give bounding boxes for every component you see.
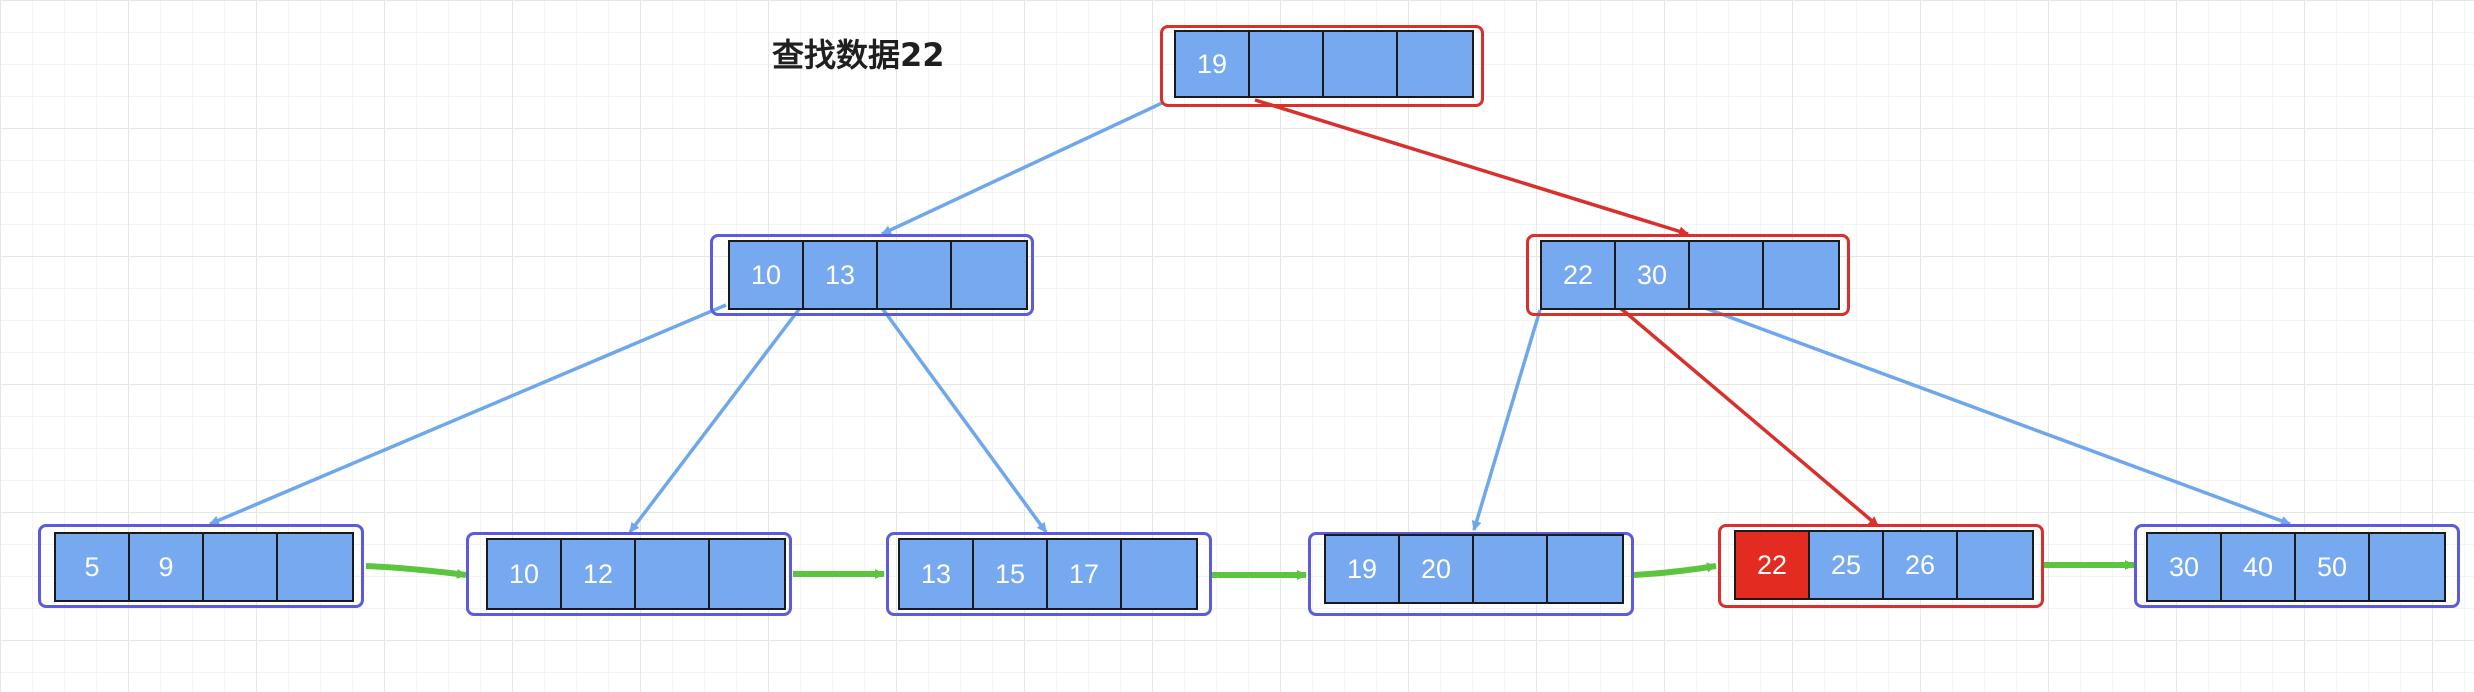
leaf-2-node: 10 12 [486, 538, 786, 610]
key-cell: 30 [1616, 242, 1690, 308]
key-cell: 25 [1810, 532, 1884, 598]
key-cell: 9 [130, 534, 204, 600]
leaf-4-node-frame [1308, 532, 1634, 616]
key-cell [710, 540, 784, 608]
key-cell [1958, 532, 2032, 598]
diagram-title: 查找数据22 [772, 36, 945, 74]
key-cell: 40 [2222, 534, 2296, 600]
leaf-link-1-to-2 [365, 563, 467, 579]
key-cell [1250, 32, 1324, 96]
leaf-3-node: 13 15 17 [898, 538, 1198, 610]
internal-left-node-frame [710, 234, 1034, 316]
key-cell [1398, 32, 1472, 96]
key-cell: 10 [730, 242, 804, 308]
edge-internal-right-to-leaf-4 [1471, 309, 1542, 531]
edge-internal-right-to-leaf-5 [1616, 304, 1880, 528]
edge-internal-left-to-leaf-3 [880, 306, 1048, 534]
leaf-5-node-frame [1718, 524, 2044, 608]
leaf-1-node: 5 9 [54, 532, 354, 602]
edge-internal-left-to-leaf-1 [209, 303, 727, 526]
edge-internal-right-to-leaf-6 [1704, 306, 2291, 526]
key-cell [1122, 540, 1196, 608]
root-node-frame [1160, 25, 1484, 107]
key-cell [952, 242, 1026, 308]
leaf-5-node: 22 25 26 [1734, 530, 2034, 600]
internal-right-node-frame [1526, 234, 1850, 316]
edge-internal-left-to-leaf-2 [628, 306, 802, 534]
key-cell [1690, 242, 1764, 308]
key-cell [1474, 536, 1548, 602]
key-cell: 26 [1884, 532, 1958, 598]
leaf-4-node: 19 20 [1324, 534, 1624, 604]
key-cell [1324, 32, 1398, 96]
key-cell: 22 [1542, 242, 1616, 308]
leaf-6-node: 30 40 50 [2146, 532, 2446, 602]
leaf-6-node-frame [2134, 524, 2460, 608]
key-cell: 19 [1176, 32, 1250, 96]
edge-root-to-internal-left [881, 101, 1163, 236]
internal-right-node: 22 30 [1540, 240, 1840, 310]
key-cell: 15 [974, 540, 1048, 608]
root-node: 19 [1174, 30, 1474, 98]
edge-root-to-internal-right [1254, 98, 1689, 237]
key-cell: 30 [2148, 534, 2222, 600]
key-cell: 10 [488, 540, 562, 608]
key-cell: 19 [1326, 536, 1400, 602]
key-cell: 13 [804, 242, 878, 308]
key-cell: 17 [1048, 540, 1122, 608]
key-cell: 13 [900, 540, 974, 608]
internal-left-node: 10 13 [728, 240, 1028, 310]
key-cell [636, 540, 710, 608]
leaf-1-node-frame [38, 524, 364, 608]
leaf-link-4-to-5 [1633, 562, 1717, 578]
key-cell [1548, 536, 1622, 602]
key-cell [204, 534, 278, 600]
key-cell [878, 242, 952, 308]
key-cell: 50 [2296, 534, 2370, 600]
key-cell: 20 [1400, 536, 1474, 602]
key-cell: 5 [56, 534, 130, 600]
key-cell [278, 534, 352, 600]
key-cell [1764, 242, 1838, 308]
leaf-2-node-frame [466, 532, 792, 616]
leaf-3-node-frame [886, 532, 1212, 616]
found-key-cell: 22 [1736, 532, 1810, 598]
key-cell: 12 [562, 540, 636, 608]
key-cell [2370, 534, 2444, 600]
